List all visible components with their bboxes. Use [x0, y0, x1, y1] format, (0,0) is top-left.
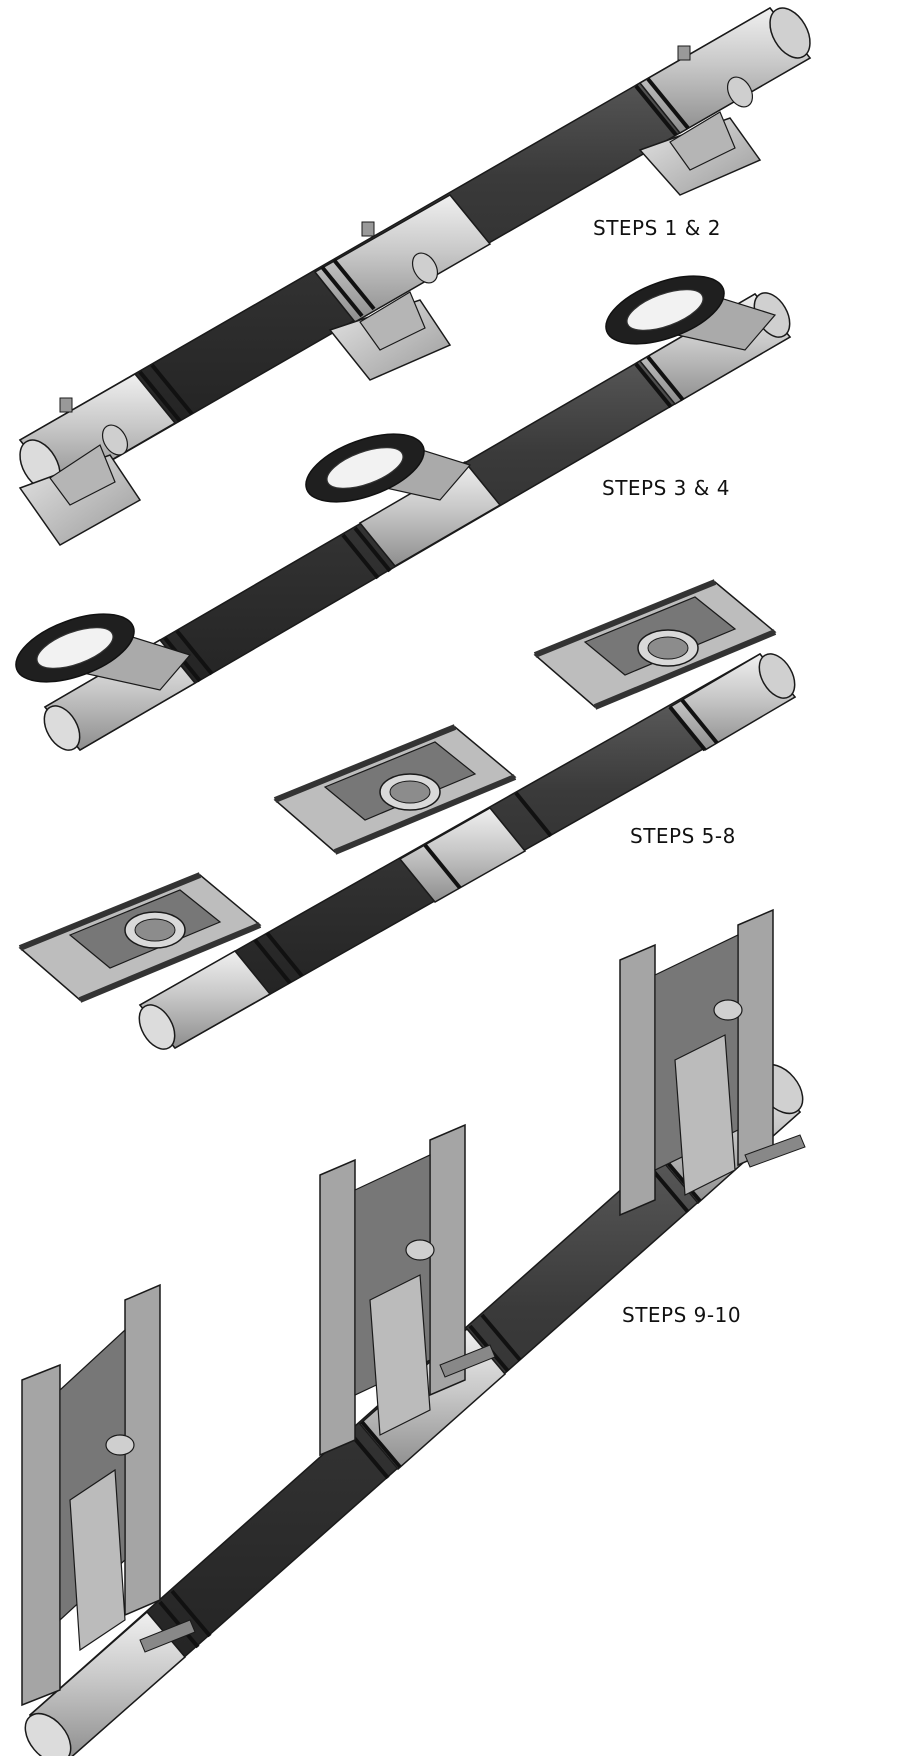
stage-2-oval-gasket-middle: [305, 433, 472, 503]
stage-3-frame-carrier-left: [18, 872, 262, 1003]
stage-2-oval-gasket-left: [15, 613, 192, 691]
stage-3-frame-carrier-right: [533, 579, 777, 710]
stage-1-label: STEPS 1 & 2: [593, 216, 721, 240]
stage-3-label: STEPS 5-8: [630, 824, 736, 848]
stage-3-pipe: [138, 653, 797, 1050]
stage-4-assembly: STEPS 9-10: [21, 908, 806, 1756]
stage-1-base-fitting-middle: [328, 221, 452, 381]
stage-3-frame-carrier-middle: [273, 724, 517, 855]
stage-3-assembly: STEPS 5-8: [18, 579, 797, 1050]
stage-1-base-fitting-left: [18, 397, 142, 546]
stage-4-label: STEPS 9-10: [622, 1303, 741, 1327]
stage-1-pipe: [18, 7, 812, 491]
stage-4-vertical-carrier-right: [619, 908, 806, 1217]
stage-3-coupling: [253, 698, 719, 985]
stage-2-assembly: STEPS 3 & 4: [15, 275, 792, 751]
stage-1-assembly: STEPS 1 & 2: [18, 7, 812, 546]
stage-1-base-fitting-right: [638, 45, 762, 196]
stage-2-oval-gasket-right: [605, 275, 777, 351]
stage-4-vertical-carrier-left: [21, 1283, 196, 1707]
stage-4-vertical-carrier-middle: [319, 1123, 496, 1457]
stage-1-coupling: [138, 77, 690, 423]
stage-2-label: STEPS 3 & 4: [602, 476, 730, 500]
